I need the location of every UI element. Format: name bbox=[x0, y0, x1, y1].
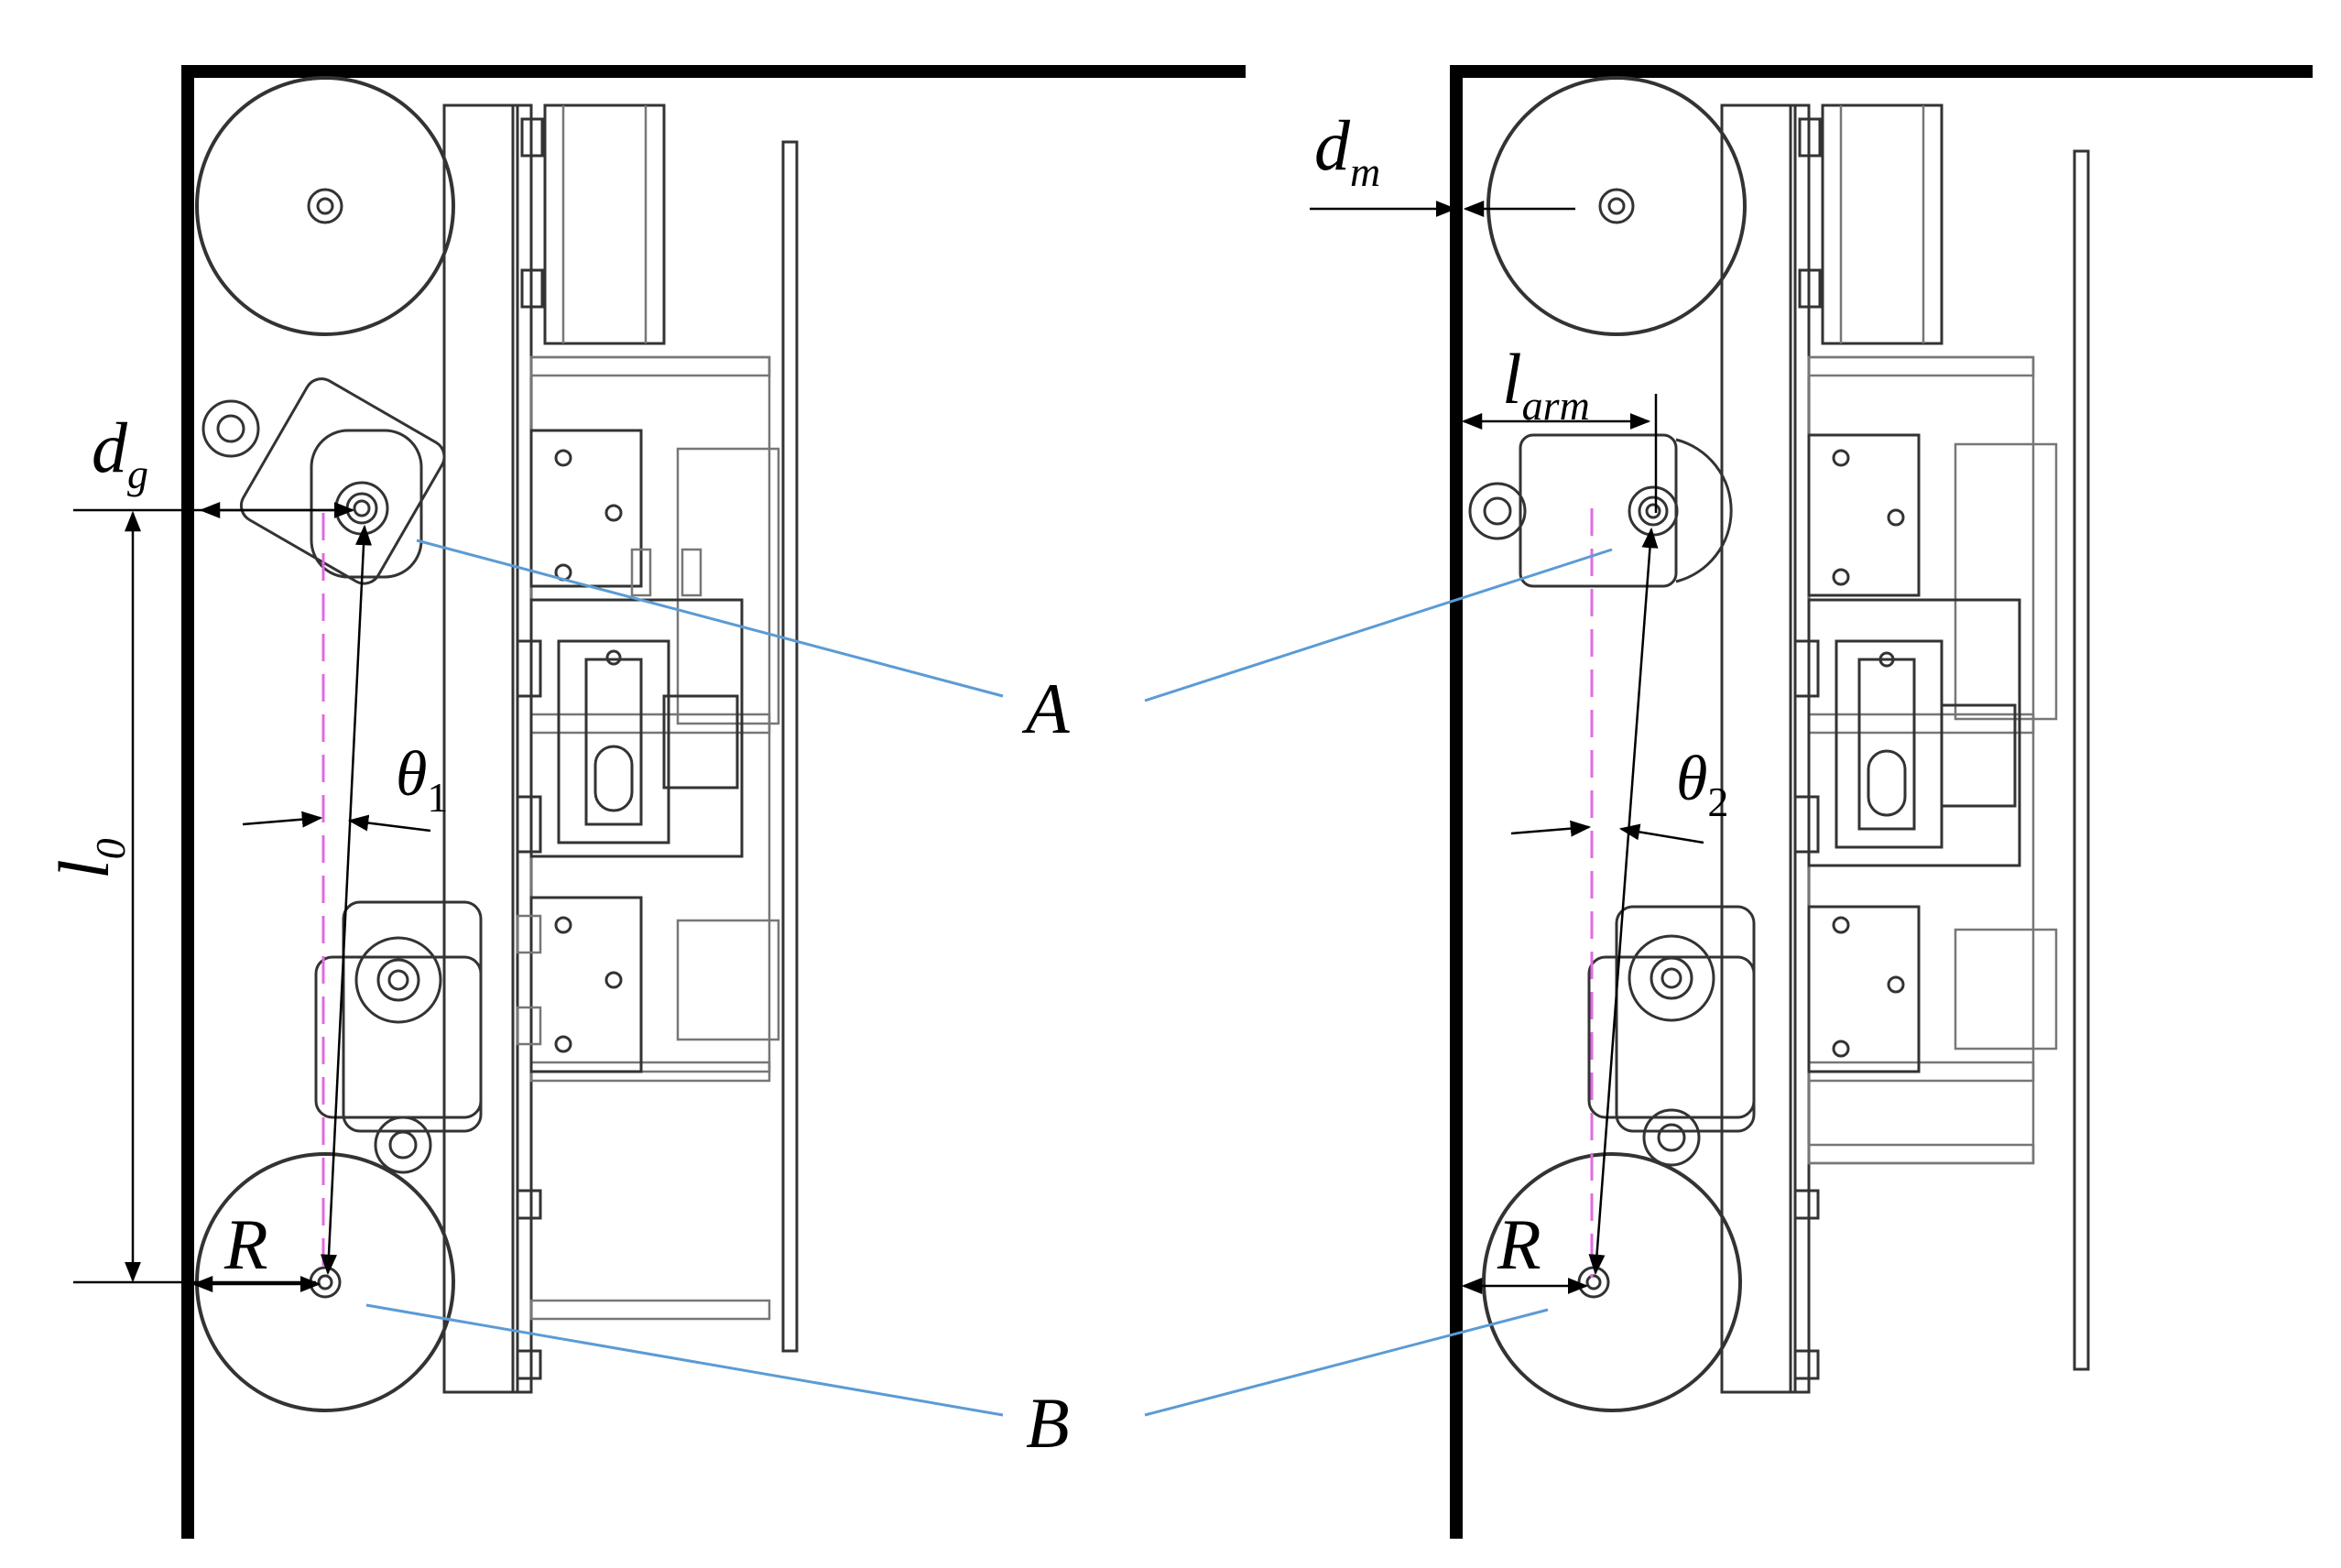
right-top-wheel bbox=[1486, 76, 1747, 336]
left-theta-label: θ1 bbox=[396, 739, 448, 821]
left-top-wheel bbox=[195, 76, 455, 336]
leader-b-right bbox=[1144, 1308, 1549, 1417]
left-dg-label: dg bbox=[92, 408, 148, 497]
leader-a-left bbox=[416, 539, 1004, 698]
left-chassis bbox=[442, 103, 799, 1394]
right-larm-label: larm bbox=[1502, 339, 1590, 429]
leader-b-left bbox=[365, 1303, 1004, 1417]
right-arm-line bbox=[1588, 527, 1659, 1276]
left-wall bbox=[181, 65, 1246, 1539]
right-wall bbox=[1450, 65, 2313, 1539]
right-larm-dimension bbox=[1461, 394, 1658, 513]
left-arm-line bbox=[321, 524, 372, 1276]
left-panel: dg l0 θ1 R bbox=[44, 65, 1246, 1539]
callouts: A B bbox=[365, 539, 1613, 1463]
right-dm-label: dm bbox=[1314, 105, 1380, 195]
right-theta-label: θ2 bbox=[1676, 744, 1728, 825]
right-straight-clamp bbox=[1468, 433, 1733, 588]
left-theta-dimension bbox=[242, 811, 431, 833]
label-b: B bbox=[1026, 1383, 1070, 1463]
left-l0-dimension bbox=[73, 510, 316, 1284]
label-a: A bbox=[1021, 669, 1070, 748]
right-r-label: R bbox=[1497, 1204, 1541, 1284]
right-panel: dm larm θ2 R bbox=[1310, 65, 2313, 1539]
right-chassis bbox=[1720, 103, 2090, 1394]
right-theta-dimension bbox=[1510, 820, 1704, 844]
left-l0-label: l0 bbox=[44, 838, 134, 879]
left-lower-clamp bbox=[314, 900, 483, 1174]
left-rotated-clamp bbox=[201, 377, 446, 585]
left-r-label: R bbox=[223, 1204, 268, 1284]
leader-a-right bbox=[1144, 548, 1613, 702]
